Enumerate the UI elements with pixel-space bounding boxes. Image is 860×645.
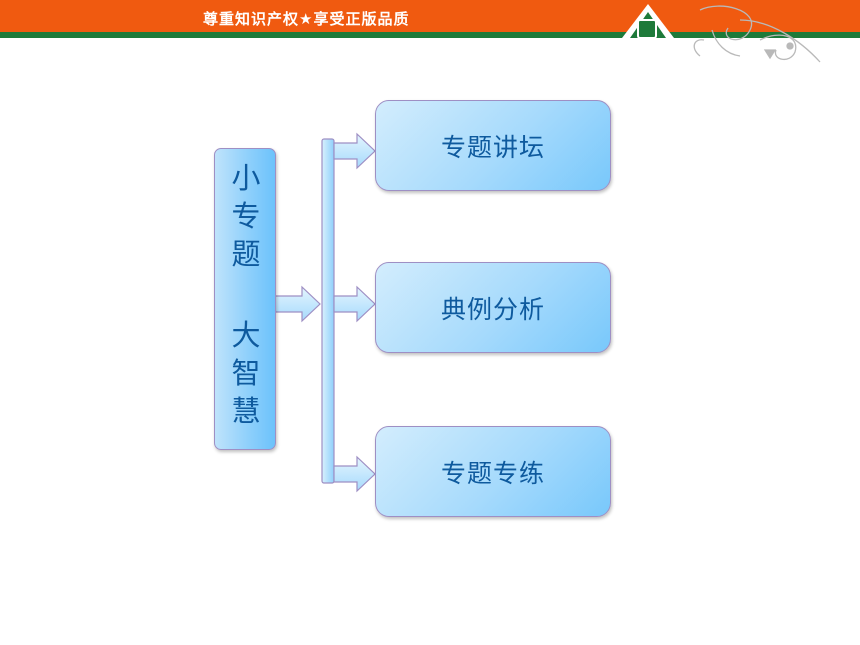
house-logo-icon [622,4,674,39]
branch-arrow-2-icon [333,285,376,323]
main-title-char: 大 [231,318,261,352]
decorative-swirl-icon [693,5,821,63]
node-examples-button[interactable]: 典例分析 [375,262,611,353]
main-title-part2: 大 智 慧 [215,316,277,430]
node-label: 专题讲坛 [440,132,545,162]
main-title-char: 专 [231,199,261,233]
main-topic-box: 小 专 题 大 智 慧 [214,148,276,450]
main-arrow-icon [272,285,321,323]
connector-bar [321,138,335,484]
banner-green-stripe [0,32,860,38]
main-title-char: 智 [231,356,261,390]
branch-arrow-1-icon [333,132,376,170]
node-lecture-button[interactable]: 专题讲坛 [375,100,611,191]
top-banner [0,0,860,63]
node-label: 专题专练 [440,458,545,488]
main-title-part1: 小 专 题 [215,159,277,273]
main-title-char: 慧 [231,394,261,428]
banner-orange-band [0,0,860,32]
main-title-char: 小 [231,161,261,195]
banner-slogan: 尊重知识产权★享受正版品质 [203,10,410,28]
node-label: 典例分析 [440,294,545,324]
node-practice-button[interactable]: 专题专练 [375,426,611,517]
branch-arrow-3-icon [333,455,376,493]
main-title-char: 题 [231,237,261,271]
